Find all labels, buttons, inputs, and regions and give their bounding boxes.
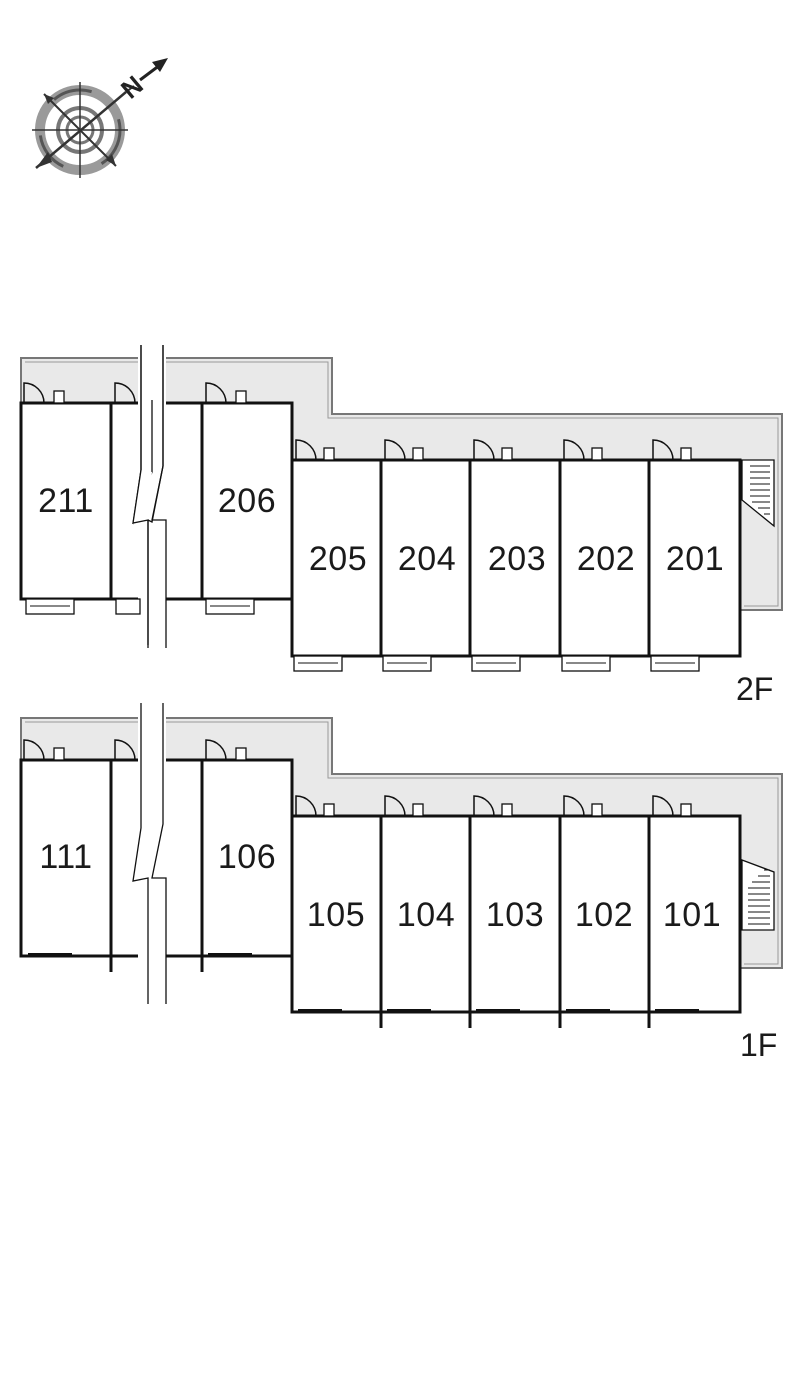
floor-2f-plan: 211 206 205 204 203 202 201 2F bbox=[19, 345, 783, 707]
room-number: 202 bbox=[577, 540, 635, 578]
floor-label-2f: 2F bbox=[736, 671, 773, 707]
staircase-icon bbox=[741, 459, 775, 528]
room-number: 105 bbox=[307, 896, 365, 934]
door-icon bbox=[23, 739, 692, 817]
balcony-icon bbox=[25, 598, 700, 672]
floor-label-1f: 1F bbox=[740, 1027, 777, 1063]
staircase-icon bbox=[741, 859, 775, 931]
room-number: 104 bbox=[397, 896, 455, 934]
compass-n-label: N bbox=[115, 70, 149, 105]
room-number: 206 bbox=[218, 482, 276, 520]
room-number: 201 bbox=[666, 540, 724, 578]
door-icon bbox=[23, 382, 692, 461]
room-number: 102 bbox=[575, 896, 633, 934]
window-icon bbox=[28, 953, 699, 1013]
room-number: 204 bbox=[398, 540, 456, 578]
room-number: 205 bbox=[309, 540, 367, 578]
floor-1f-plan: 111 106 105 104 103 102 101 1F bbox=[19, 703, 783, 1063]
compass-north-arrow-icon: N bbox=[32, 58, 168, 178]
room-number: 203 bbox=[488, 540, 546, 578]
room-number: 103 bbox=[486, 896, 544, 934]
room-number: 111 bbox=[39, 838, 92, 876]
room-number: 106 bbox=[218, 838, 276, 876]
room-number: 101 bbox=[663, 896, 721, 934]
room-number: 211 bbox=[38, 482, 94, 520]
